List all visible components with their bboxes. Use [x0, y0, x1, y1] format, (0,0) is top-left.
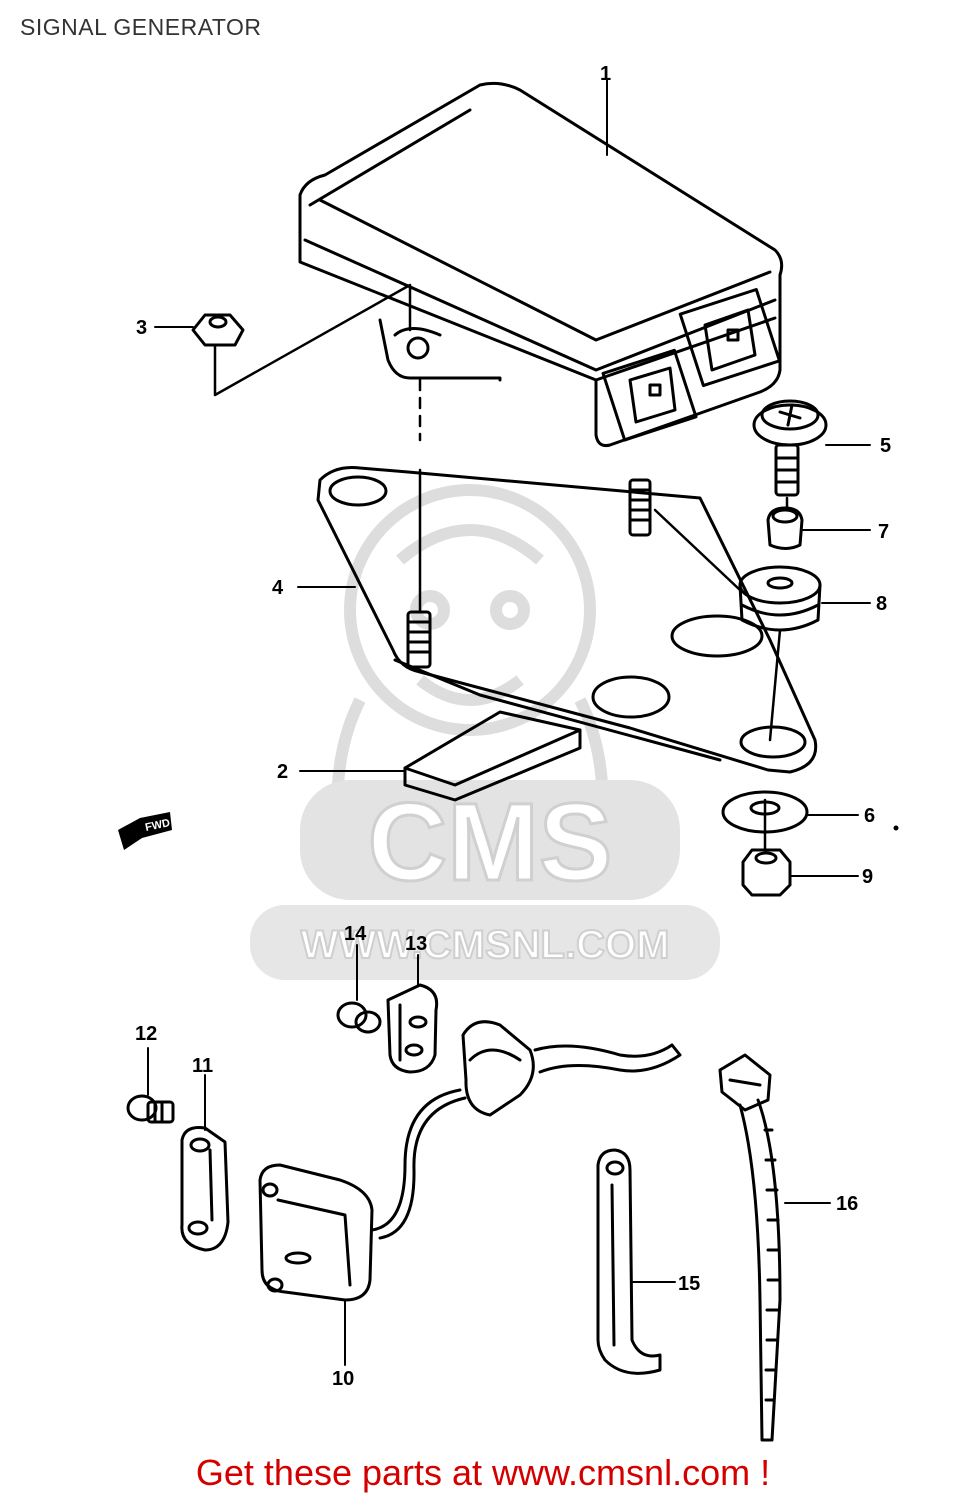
forward-arrow-icon: FWD [118, 812, 172, 850]
callout-4: 4 [272, 577, 284, 599]
callout-5: 5 [880, 435, 891, 457]
stud-bolt [406, 478, 652, 669]
callout-7: 7 [878, 521, 889, 543]
callout-16: 16 [836, 1193, 858, 1215]
bracket [180, 1126, 230, 1252]
callout-11: 11 [192, 1055, 213, 1077]
watermark: CMS WWW.CMSNL.COM [250, 484, 720, 980]
small-screw [126, 1094, 175, 1124]
clamp [386, 983, 439, 1074]
watermark-url: WWW.CMSNL.COM [301, 923, 670, 967]
leader-lines [147, 79, 871, 1366]
mounting-plate [316, 466, 818, 774]
cms-logo: CMS WWW.CMSNL.COM [250, 780, 720, 980]
note-dot [893, 825, 899, 831]
callout-2: 2 [277, 761, 288, 783]
callout-15: 15 [678, 1273, 700, 1295]
collar [766, 506, 804, 550]
callout-labels: 1 3 5 7 8 4 2 6 9 14 13 12 11 10 15 16 [135, 63, 891, 1390]
signal-generator-unit [298, 81, 784, 447]
callout-6: 6 [864, 805, 875, 827]
assembly-lines [213, 283, 789, 852]
callout-3: 3 [136, 317, 147, 339]
watermark-brand: CMS [368, 781, 612, 904]
strap [596, 1148, 662, 1375]
screw [752, 399, 828, 497]
footer-cta-link[interactable]: Get these parts at www.cmsnl.com ! [195, 1452, 771, 1493]
rubber-pad [403, 710, 582, 802]
hex-nut [741, 848, 792, 897]
callout-9: 9 [862, 866, 873, 888]
parts-diagram: CMS WWW.CMSNL.COM [118, 63, 899, 1442]
callout-12: 12 [135, 1023, 157, 1045]
callout-13: 13 [405, 933, 427, 955]
wire-clip [336, 1001, 382, 1034]
callout-1: 1 [600, 63, 611, 85]
page-title: SIGNAL GENERATOR [20, 14, 262, 40]
cable-tie [718, 1053, 782, 1442]
flange-nut [191, 313, 245, 347]
direction-label: FWD [144, 817, 171, 834]
grommet [738, 565, 822, 632]
callout-14: 14 [344, 923, 367, 945]
pickup-coil [258, 1020, 682, 1302]
callout-10: 10 [332, 1368, 354, 1390]
callout-8: 8 [876, 593, 887, 615]
